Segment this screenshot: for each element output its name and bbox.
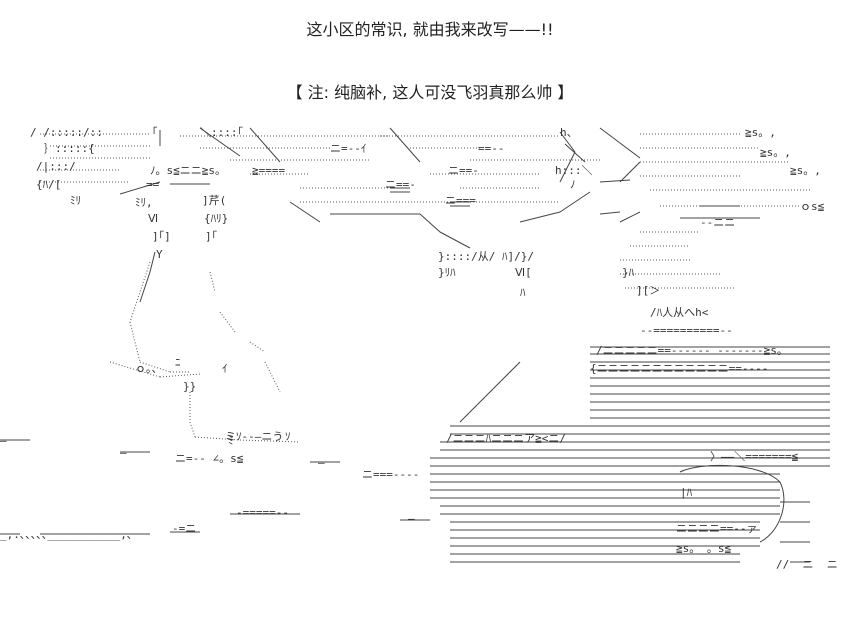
caption-note: 【 注: 纯脑补, 这人可没飞羽真那么帅 】: [286, 83, 574, 102]
ascii-fragment: }}: [183, 380, 196, 393]
ascii-fragment: ≧s。_。s≦: [676, 542, 731, 555]
ascii-fragment: |ﾊ: [680, 486, 693, 499]
ascii-fragment: ==--: [478, 142, 505, 155]
ascii-fragment: --ニニ: [700, 216, 735, 229]
ascii-fragment: Y: [156, 248, 163, 261]
ascii-fragment: ＼::::｢: [200, 126, 243, 139]
ascii-fragment: ≧s。,: [745, 126, 776, 139]
ascii-fragment: Ⅵ[: [515, 266, 532, 279]
ascii-fragment: ==: [146, 178, 160, 191]
ascii-fragment: ﾉ。s≦ニニ≧s。: [150, 164, 226, 177]
ascii-fragment: {ニニニニニニニニニニニニ==----: [590, 362, 768, 375]
ascii-fragment: ニ==-: [385, 178, 416, 191]
ascii-fragment: ﾐﾘ,: [135, 196, 153, 209]
ascii-fragment: /|:::/: [36, 160, 76, 173]
ascii-fragment: -=====--: [236, 506, 289, 519]
ascii-fragment: h:::＼: [555, 164, 593, 177]
ascii-fragment: ][＞: [636, 284, 660, 297]
ascii-fragment: 〉――＼=======≦: [710, 450, 799, 463]
caption-title: 这小区的常识, 就由我来改写——!!: [306, 20, 554, 39]
ascii-fragment: }::::/从/ ﾊ]/}/: [438, 250, 534, 263]
ascii-fragment: /ﾊ人从へh<: [650, 306, 709, 319]
ascii-fragment: h、: [560, 126, 578, 139]
ascii-fragment: ﾐﾘ: [70, 194, 81, 207]
ascii-fragment: ミｿ--―ニう: [225, 430, 283, 443]
ascii-fragment: ﾊ: [520, 286, 526, 299]
ascii-fragment: ]芹(: [202, 194, 226, 207]
ascii-fragment: --==========--: [640, 324, 733, 337]
ascii-fragment: ニ===: [445, 194, 476, 207]
ascii-fragment: {ﾊﾘ}: [204, 212, 228, 225]
ascii-fragment: ｲ: [222, 362, 228, 375]
ascii-fragment: _,.､､､､､___________,､: [0, 528, 132, 541]
ascii-fragment: {ﾊ/[: [36, 178, 61, 191]
ascii-fragment: ニニニニ==--ァ: [676, 522, 758, 535]
ascii-fragment: -=ニ: [172, 522, 196, 535]
ascii-fragment: ﾉ: [570, 178, 576, 191]
ascii-fragment: ｢: [152, 126, 158, 139]
ascii-fragment: ―: [408, 512, 415, 525]
ascii-fragment: }ﾘﾊ: [438, 266, 456, 279]
ascii-fragment: ｝:::::{: [44, 142, 95, 155]
ascii-fragment: ]｢: [205, 230, 218, 243]
ascii-fragment: ニ=--ｲ: [330, 142, 366, 155]
ascii-fragment: ﾆ: [175, 356, 181, 369]
ascii-fragment: ﾐ: [228, 434, 234, 447]
ascii-fragment: Ⅵ: [148, 212, 158, 225]
ascii-fragment: /ニニニニニ==------ -------≧s。: [596, 344, 788, 357]
ascii-fragment: /ニニニﾊニニニア≧<ニ/: [446, 432, 566, 445]
ascii-fragment: ≧====: [252, 164, 285, 177]
ascii-fragment: ニ=-- ∠。s≦: [175, 452, 244, 465]
ascii-fragment: }ﾊ: [622, 266, 635, 279]
ascii-fragment: ニ==-: [448, 164, 479, 177]
ascii-fragment: ―: [0, 434, 7, 447]
ascii-fragment: ニ===----: [362, 468, 419, 481]
ascii-art-illustration: / /:::::/:: ｢ ＼::::｢ h、 ≧s。, ≧s。, ≧s。, ｏ…: [0, 122, 860, 577]
ascii-fragment: ―: [318, 456, 325, 469]
ascii-fragment: ―: [120, 446, 127, 459]
ascii-fragment: / /:::::/::: [30, 126, 103, 139]
ascii-art-canvas: / /:::::/:: ｢ ＼::::｢ h、 ≧s。, ≧s。, ≧s。, ｏ…: [0, 126, 838, 571]
ascii-fragment: ≧s。,: [790, 164, 821, 177]
ascii-fragment: ≧s。,: [760, 146, 791, 159]
ascii-fragment: // ニ ニ: [776, 558, 838, 571]
ascii-fragment: ]｢]: [152, 230, 171, 243]
ascii-fragment: ｏ｡、: [135, 362, 163, 375]
ascii-fragment: ｿ: [285, 430, 291, 443]
ascii-fragment: ｏs≦: [800, 200, 825, 213]
